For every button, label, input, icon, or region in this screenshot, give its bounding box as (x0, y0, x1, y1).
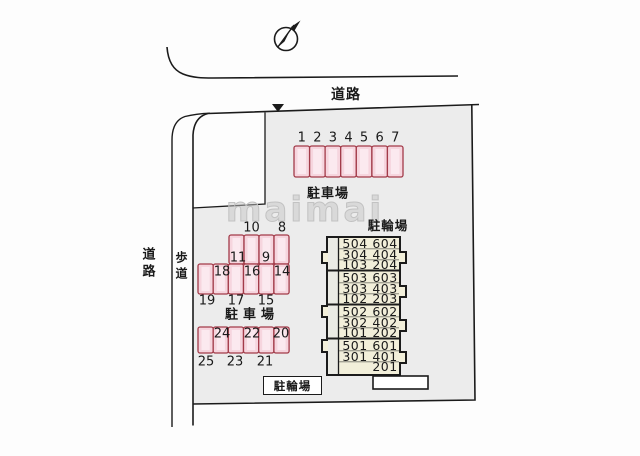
room-number: 203 (372, 290, 398, 306)
room-number: 502 (342, 303, 368, 319)
plot-white-area (192, 112, 265, 208)
room-number: 302 (342, 314, 368, 330)
parking-stall-inner (328, 149, 338, 174)
parking-number: 1 (297, 130, 306, 146)
room-number: 202 (372, 324, 398, 340)
sidewalk-label: 歩道 (174, 251, 188, 283)
room-number: 501 (342, 337, 368, 353)
parking-number: 20 (272, 326, 290, 342)
parking-stall-inner (262, 330, 271, 350)
parking-stall-inner (201, 330, 210, 350)
room-number: 603 (372, 269, 398, 285)
room-number: 201 (372, 358, 398, 374)
parking-stall-inner (359, 149, 369, 174)
sidewalk-outer-line (171, 112, 211, 427)
room-number: 604 (372, 235, 398, 251)
room-number: 402 (372, 314, 398, 330)
parking-number: 3 (328, 130, 338, 146)
parking-stall-inner (216, 330, 225, 350)
parking-stall-inner (262, 238, 271, 261)
parking-stalls (197, 145, 404, 354)
parking-number: 5 (359, 130, 369, 146)
room-number: 602 (372, 303, 398, 319)
boundary-lines (166, 46, 480, 427)
parking-stall-inner (277, 238, 286, 261)
parking-stall-inner (277, 330, 286, 350)
parking-stall-inner (231, 330, 240, 350)
parking-stall-inner (247, 330, 256, 350)
parking-stall-inner (262, 267, 271, 291)
parking-number: 16 (243, 264, 261, 280)
room-number: 103 (342, 256, 368, 272)
room-number: 204 (372, 256, 398, 272)
parking-stall-inner (277, 267, 286, 291)
parking-lot-mid-label: 駐車場 (224, 307, 280, 323)
room-number: 301 (342, 348, 368, 364)
road-top-label: 道路 (331, 87, 361, 103)
room-number: 102 (342, 290, 368, 306)
parking-stall-inner (390, 149, 400, 174)
room-number: 601 (372, 337, 398, 353)
room-number: 303 (342, 280, 368, 296)
parking-stall-inner (344, 149, 353, 174)
parking-number: 9 (261, 250, 271, 266)
building-corridor (328, 238, 338, 374)
parking-number: 19 (198, 293, 216, 309)
parking-stall-inner (247, 267, 256, 291)
parking-stall-inner (201, 267, 210, 291)
parking-stall-inner (375, 149, 384, 174)
bicycle-parking-top-label: 駐輪場 (367, 217, 409, 233)
room-number: 101 (342, 324, 368, 340)
entrance-marker-icon (272, 104, 284, 112)
parking-number: 8 (277, 220, 287, 236)
parking-stall-inner (313, 149, 322, 174)
road-curve-top (166, 46, 459, 79)
floor-dividers (327, 269, 400, 340)
parking-number: 17 (227, 293, 245, 309)
room-row-lines (339, 248, 399, 363)
parking-number: 23 (226, 354, 244, 370)
parking-stall-inner (216, 267, 225, 291)
white-area-edge (192, 112, 266, 209)
parking-number: 2 (313, 130, 322, 146)
room-number: 401 (372, 348, 398, 364)
bicycle-parking-bottom-label: 駐輪場 (273, 378, 312, 393)
room-number: 404 (372, 246, 398, 262)
north-arrow-icon (273, 20, 301, 52)
parking-stall-inner (297, 149, 307, 174)
building (321, 236, 429, 390)
plot-edge-right-bottom (192, 105, 476, 405)
road-left-label: 道路 (139, 247, 155, 281)
parking-number: 6 (375, 130, 384, 146)
parking-number: 24 (213, 326, 231, 342)
parking-number: 7 (391, 130, 400, 146)
parking-lot-top-label: 駐車場 (306, 186, 350, 202)
parking-stall-inner (232, 238, 241, 261)
parking-number: 21 (256, 354, 274, 370)
parking-number: 22 (243, 326, 261, 342)
parking-number: 11 (229, 250, 247, 266)
parking-number: 14 (273, 264, 291, 280)
room-number: 403 (372, 280, 398, 296)
building-entrance (372, 375, 429, 390)
parking-number: 4 (344, 130, 353, 146)
room-number: 504 (342, 235, 368, 251)
bicycle-parking-bottom-box: 駐輪場 (263, 376, 322, 395)
parking-stall-inner (231, 267, 240, 291)
parking-stall-inner (247, 238, 256, 261)
room-number: 304 (342, 246, 368, 262)
parking-number: 18 (213, 264, 231, 280)
parking-number: 25 (197, 354, 215, 370)
parking-number: 15 (257, 293, 275, 309)
parking-number: 10 (243, 220, 260, 236)
room-number: 503 (342, 269, 368, 285)
